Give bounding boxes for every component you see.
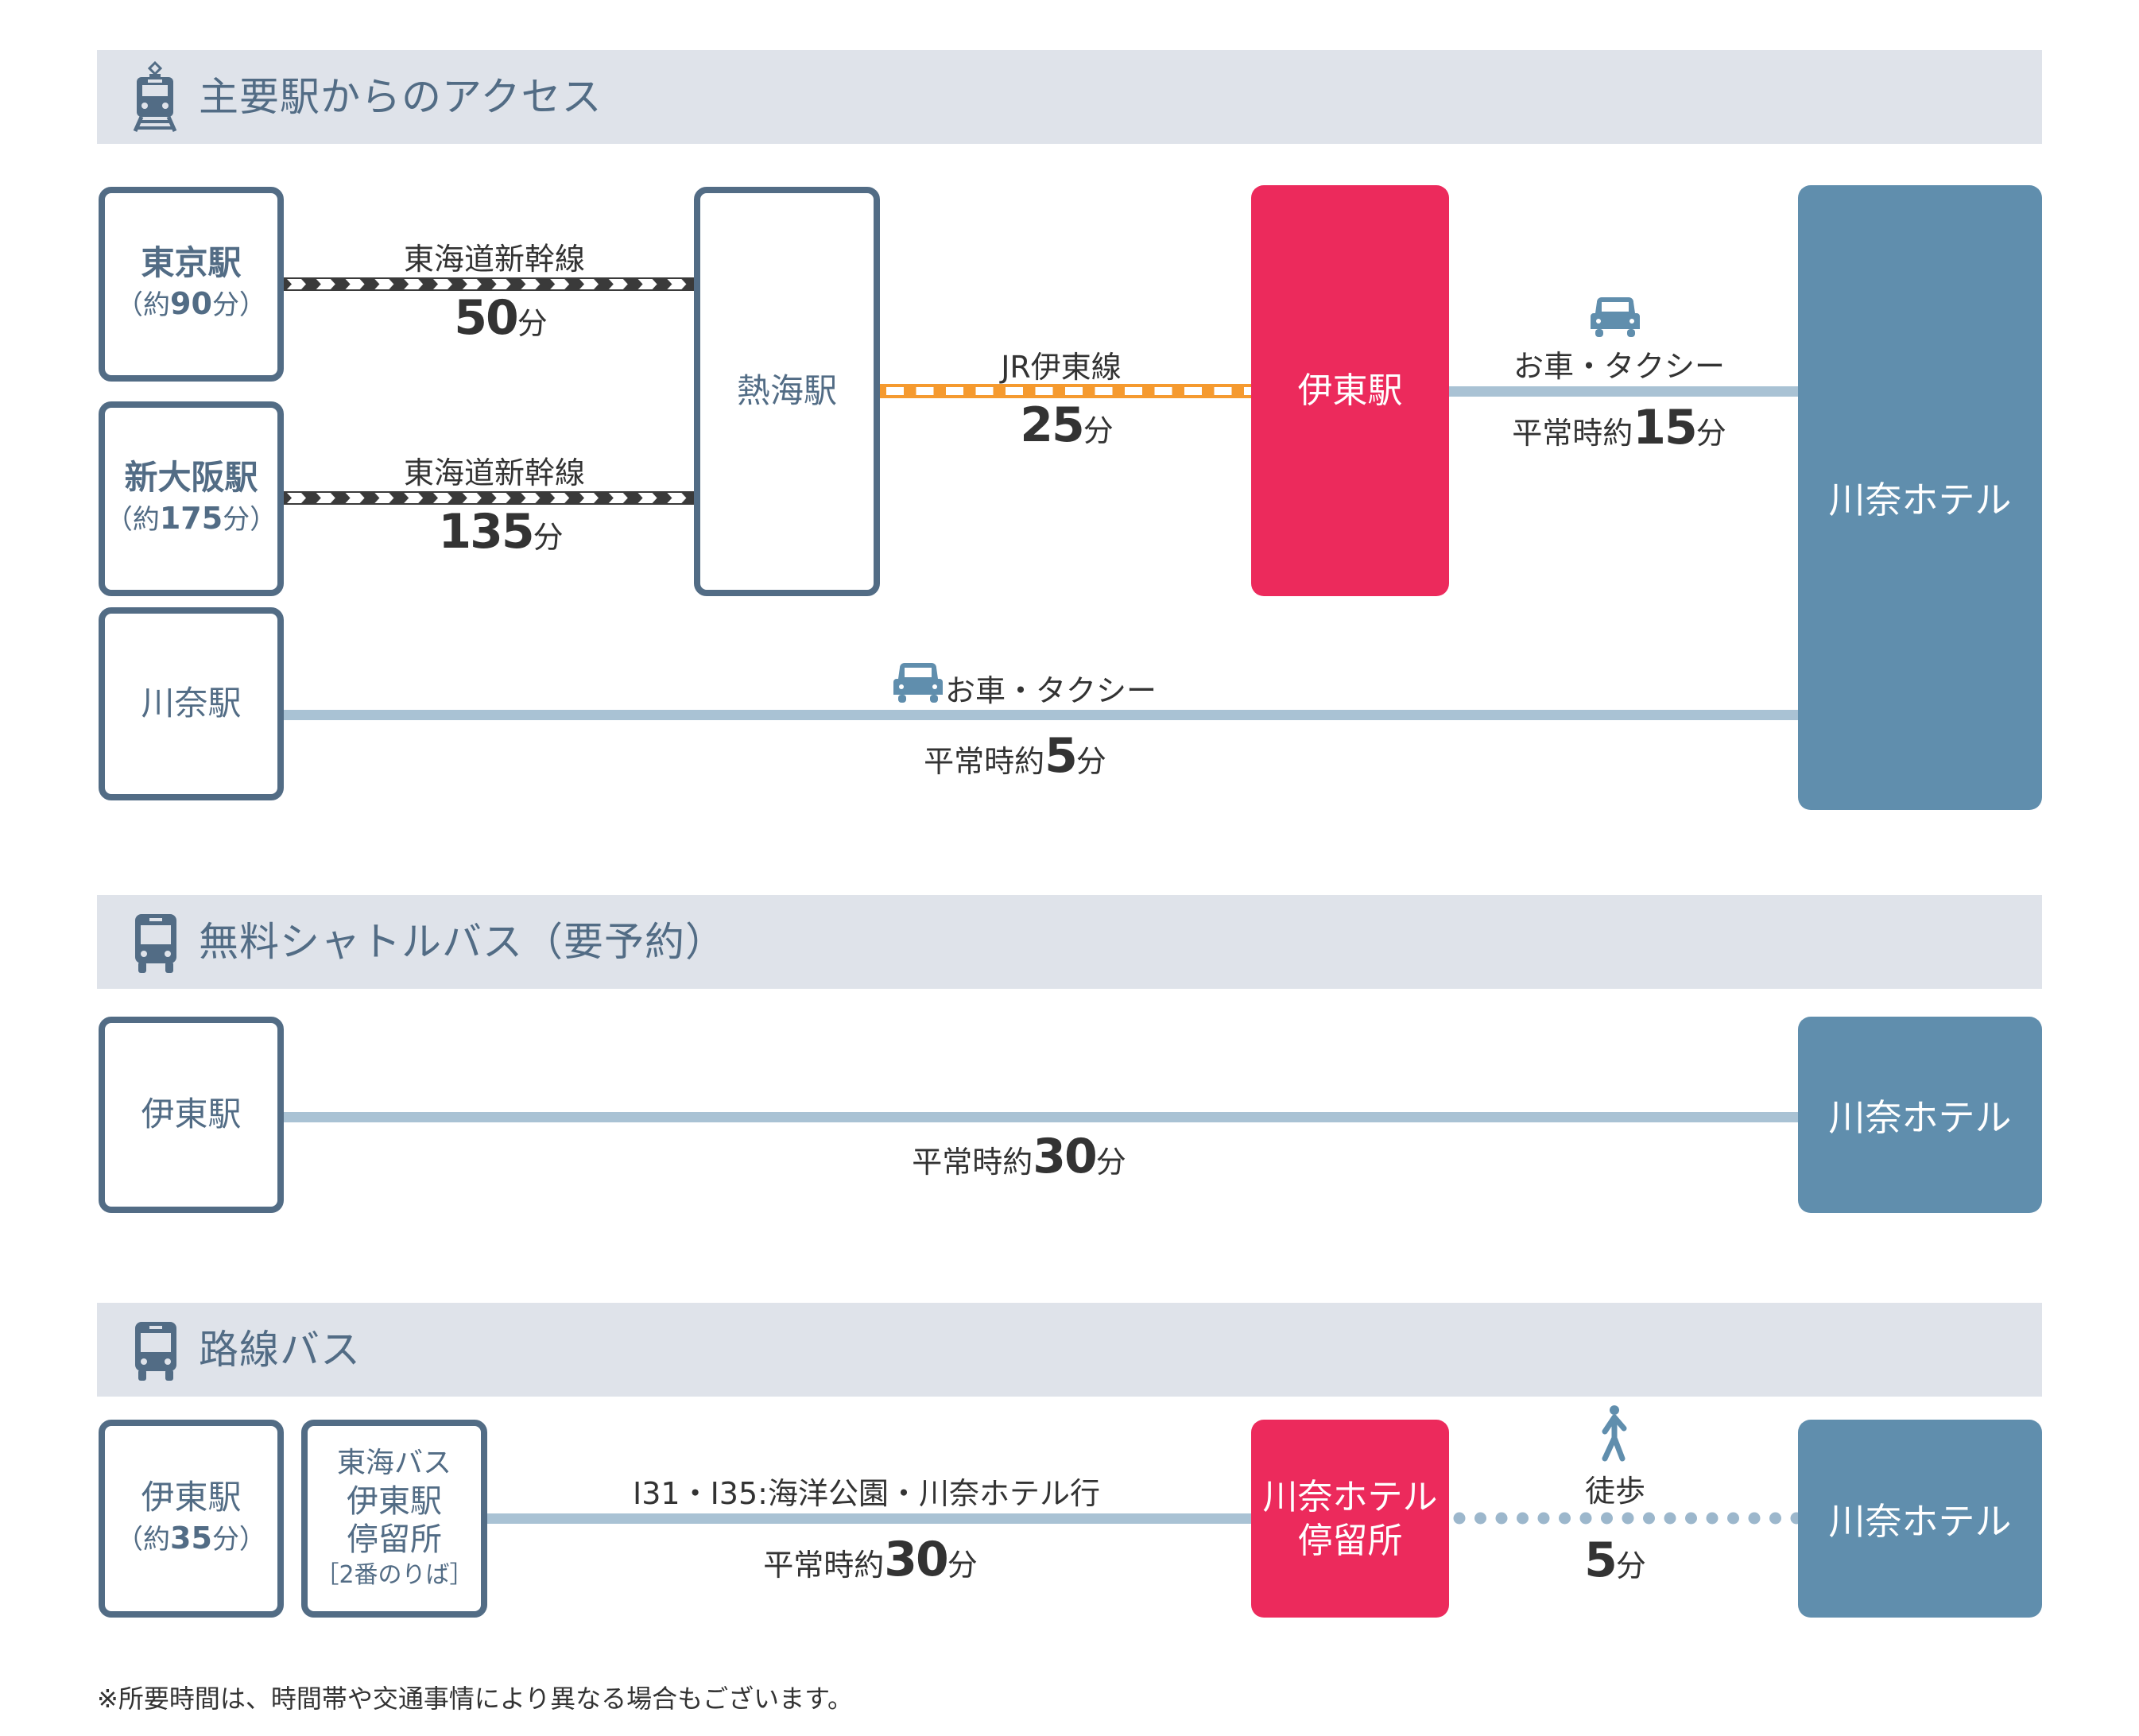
station-total-time: （約175分）	[105, 501, 277, 537]
station-name: 伊東駅	[141, 1095, 242, 1134]
route-label: I31・I35:海洋公園・川奈ホテル行	[633, 1476, 1100, 1511]
bus-company: 東海バス	[336, 1447, 451, 1480]
travel-time: 平常時約15分	[1512, 400, 1726, 455]
station-shin-osaka: 新大阪駅 （約175分）	[99, 401, 284, 596]
station-name: 伊東駅	[141, 1477, 242, 1517]
travel-time: 平常時約30分	[912, 1129, 1126, 1184]
line-label: 東海道新幹線	[403, 455, 586, 490]
travel-time: 5分	[1584, 1533, 1646, 1588]
bus-stop-kawana-hotel: 川奈ホテル 停留所	[1251, 1420, 1449, 1618]
shinkansen-line-tokyo	[284, 277, 694, 291]
car-icon	[1591, 297, 1640, 337]
chevron-pattern	[284, 491, 694, 505]
section-title: 路線バス	[199, 1327, 361, 1373]
section-header-main-stations: 主要駅からのアクセス	[97, 50, 2042, 144]
destination-kawana-hotel: 川奈ホテル	[1798, 185, 2042, 810]
station-total-time: （約35分）	[116, 1521, 266, 1556]
station-atami: 熱海駅	[694, 187, 880, 596]
station-name: 川奈駅	[141, 684, 242, 723]
station-name: 熱海駅	[736, 371, 837, 411]
shuttle-destination-hotel: 川奈ホテル	[1798, 1017, 2042, 1213]
hotel-name: 川奈ホテル	[1828, 1095, 2012, 1139]
car-icon	[893, 663, 943, 703]
stop-name: 川奈ホテル	[1262, 1476, 1438, 1517]
line-label: 東海道新幹線	[403, 242, 586, 277]
section-header-shuttle-bus: 無料シャトルバス（要予約）	[97, 895, 2042, 989]
shinkansen-line-osaka	[284, 491, 694, 505]
route-bus-destination-hotel: 川奈ホテル	[1798, 1420, 2042, 1618]
footnote: ※所要時間は、時間帯や交通事情により異なる場合もございます。	[97, 1684, 853, 1714]
shuttle-origin-ito: 伊東駅	[99, 1017, 284, 1213]
transport-label: お車・タクシー	[944, 673, 1157, 708]
travel-time: 平常時約30分	[763, 1532, 978, 1587]
shuttle-line	[284, 1112, 1799, 1122]
station-name: 新大阪駅	[124, 457, 258, 497]
taxi-line-kawana-hotel	[284, 710, 1799, 720]
section-header-route-bus: 路線バス	[97, 1303, 2042, 1397]
jr-line-pattern	[880, 384, 1251, 398]
section-title: 無料シャトルバス（要予約）	[199, 919, 726, 965]
platform-number: ［2番のりば］	[315, 1560, 474, 1589]
station-name: 伊東駅	[1297, 370, 1403, 411]
travel-time: 25分	[1020, 397, 1114, 453]
station-ito: 伊東駅	[1251, 185, 1449, 596]
chevron-pattern	[284, 277, 694, 291]
stop-name: 伊東駅	[347, 1482, 442, 1520]
transport-label: 徒歩	[1584, 1474, 1646, 1509]
walking-dotted-line	[1449, 1512, 1799, 1525]
taxi-line-ito-hotel	[1449, 386, 1799, 397]
stop-type: 停留所	[1297, 1520, 1403, 1561]
stop-type: 停留所	[347, 1521, 442, 1558]
hotel-name: 川奈ホテル	[1828, 1499, 2012, 1543]
walking-person-icon	[1602, 1405, 1627, 1462]
bus-stop-ito-station: 東海バス 伊東駅 停留所 ［2番のりば］	[301, 1420, 487, 1618]
route-bus-line	[487, 1513, 1251, 1524]
travel-time: 135分	[438, 504, 564, 560]
train-icon	[133, 61, 177, 133]
station-name: 東京駅	[141, 242, 242, 282]
station-kawana: 川奈駅	[99, 607, 284, 800]
travel-time: 50分	[454, 290, 548, 346]
station-total-time: （約90分）	[116, 286, 266, 322]
route-bus-origin-ito: 伊東駅 （約35分）	[99, 1420, 284, 1618]
bus-icon	[135, 914, 176, 973]
hotel-name: 川奈ホテル	[1828, 479, 2012, 521]
station-tokyo: 東京駅 （約90分）	[99, 187, 284, 382]
transport-label: お車・タクシー	[1513, 349, 1726, 384]
bus-icon	[135, 1322, 176, 1381]
travel-time: 平常時約5分	[924, 728, 1106, 784]
jr-ito-line	[880, 384, 1251, 398]
line-label: JR伊東線	[1001, 350, 1122, 385]
section-title: 主要駅からのアクセス	[199, 74, 603, 120]
